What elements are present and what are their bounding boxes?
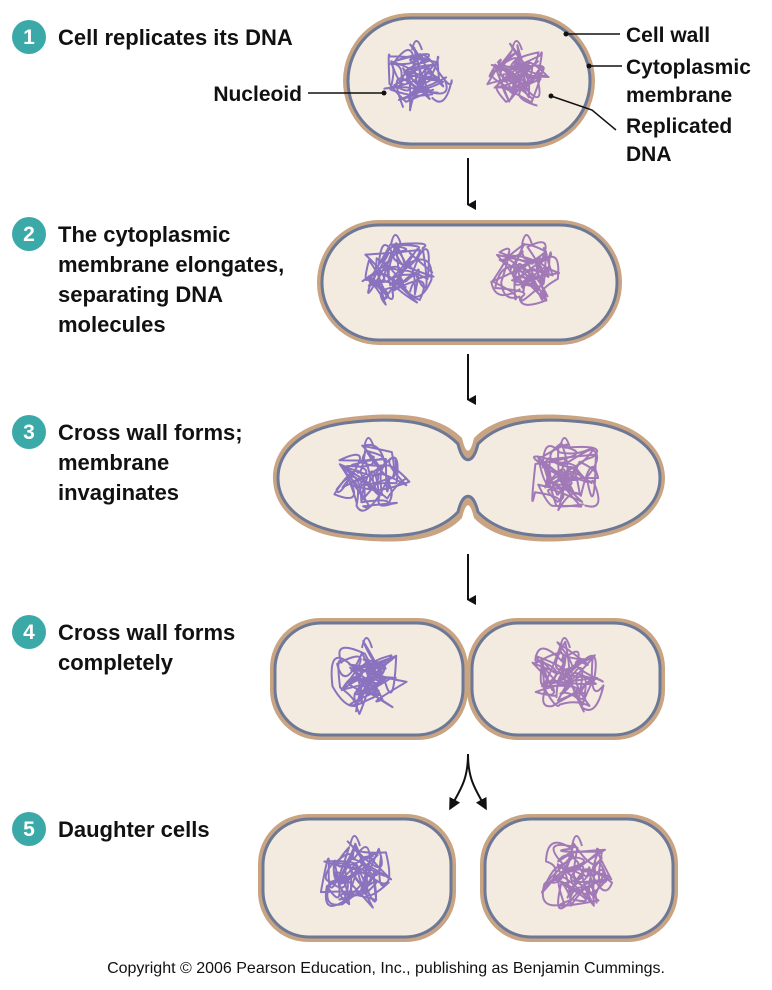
dna-molecule-left	[361, 234, 435, 306]
step-5-label-line-1: Daughter cells	[58, 817, 210, 842]
dna-molecule-left	[319, 835, 393, 909]
step-1: 1 Cell replicates its DNA	[12, 20, 293, 54]
step-2-label-line-1: The cytoplasmic	[58, 222, 230, 247]
cell-stage-4	[270, 618, 665, 740]
cytoplasmic-membrane-shape	[346, 16, 592, 146]
step-4-label-line-1: Cross wall forms	[58, 620, 235, 645]
dna-strand	[330, 654, 398, 708]
cell-stage-3	[273, 414, 665, 542]
step-2-label-line-4: molecules	[58, 312, 166, 337]
dna-strand	[486, 44, 545, 104]
step-3-label-line-3: invaginates	[58, 480, 179, 505]
step-1-number: 1	[23, 26, 35, 49]
step-1-label-line-1: Cell replicates its DNA	[58, 25, 293, 50]
cell-wall-label: Cell wall	[626, 24, 710, 47]
step-2-badge	[12, 217, 46, 251]
step-2-number: 2	[23, 223, 35, 246]
dna-loop	[559, 437, 571, 449]
step-4-label-line-2: completely	[58, 650, 174, 675]
step-4-badge	[12, 615, 46, 649]
dna-strand	[383, 46, 453, 103]
step-2: 2 The cytoplasmic membrane elongates, se…	[12, 217, 284, 337]
dna-loop	[349, 835, 361, 847]
dna-loop	[363, 437, 375, 449]
dna-loop	[511, 40, 523, 51]
step-3-label-line-1: Cross wall forms;	[58, 420, 243, 445]
step-5-badge	[12, 812, 46, 846]
membrane-right-shape	[470, 621, 662, 737]
dna-strand	[541, 843, 614, 907]
dna-loop	[361, 637, 373, 649]
step-4-number: 4	[23, 621, 35, 644]
replicated-dna-label-line-1: Replicated	[626, 115, 732, 138]
dna-strand	[324, 846, 393, 907]
dna-molecule-right	[531, 637, 605, 713]
cell-stage-2	[317, 220, 622, 345]
dna-molecule-left	[330, 637, 408, 715]
step-3-number: 3	[23, 421, 35, 444]
dna-strand	[534, 640, 605, 713]
leader-dot	[586, 63, 592, 69]
cytoplasmic-membrane-shape	[276, 418, 662, 538]
step-4: 4 Cross wall forms completely	[12, 615, 235, 675]
dna-loop	[571, 835, 583, 847]
step-2-label-line-3: separating DNA	[58, 282, 223, 307]
dna-strand	[335, 443, 411, 506]
cell-stage-5	[258, 814, 678, 942]
callout-nucleoid: Nucleoid	[213, 83, 387, 106]
step-1-badge	[12, 20, 46, 54]
dna-strand	[490, 241, 560, 301]
nucleoid-dna	[383, 40, 453, 112]
arrow-split-left	[449, 753, 469, 811]
leader-line	[550, 95, 617, 131]
dna-loop	[390, 234, 402, 245]
cytoplasmic-membrane-shape	[320, 223, 619, 342]
replicated-dna-label-line-2: DNA	[626, 143, 672, 166]
dna-strand	[494, 49, 543, 107]
dna-molecule-right	[541, 835, 614, 910]
dna-molecule-left	[333, 437, 411, 512]
dna-loop	[521, 234, 533, 245]
dna-strand	[361, 242, 433, 301]
step-5-number: 5	[23, 818, 35, 841]
leader-dot	[381, 90, 387, 96]
callout-cytoplasmic-membrane: Cytoplasmic membrane	[586, 56, 751, 107]
dna-loop	[411, 40, 423, 51]
dna-molecule-right	[531, 437, 600, 512]
leader-dot	[563, 31, 569, 37]
dna-loop	[559, 637, 571, 649]
nucleoid-label: Nucleoid	[213, 83, 302, 106]
step-3-badge	[12, 415, 46, 449]
callout-cell-wall: Cell wall	[563, 24, 710, 47]
step-2-label-line-2: membrane elongates,	[58, 252, 284, 277]
diagram-canvas: 1 Cell replicates its DNA 2 The cytoplas…	[12, 13, 751, 942]
dna-strand	[387, 53, 445, 108]
step-5: 5 Daughter cells	[12, 812, 210, 846]
arrow-split-right	[467, 753, 487, 811]
replicated-dna	[486, 40, 550, 107]
dna-strand	[343, 452, 408, 512]
copyright-notice: Copyright © 2006 Pearson Education, Inc.…	[107, 960, 665, 977]
dna-strand	[324, 842, 391, 909]
cytoplasmic-membrane-label-line-2: membrane	[626, 84, 732, 107]
leader-dot	[548, 93, 554, 99]
dna-strand	[537, 443, 599, 508]
cytoplasmic-membrane-label-line-1: Cytoplasmic	[626, 56, 751, 79]
step-3-label-line-2: membrane	[58, 450, 169, 475]
cell-stage-1	[343, 13, 595, 149]
dna-molecule-right	[490, 234, 561, 306]
callout-replicated-dna: Replicated DNA	[548, 93, 732, 166]
step-3: 3 Cross wall forms; membrane invaginates	[12, 415, 243, 505]
